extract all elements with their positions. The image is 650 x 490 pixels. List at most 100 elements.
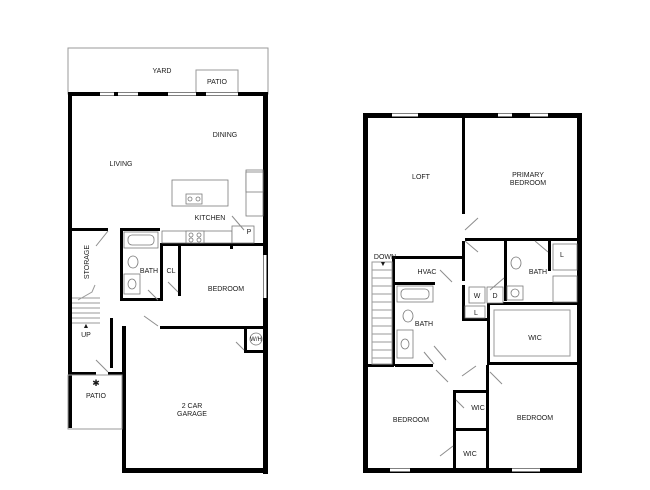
loft-primary-wall [462, 118, 465, 214]
interior-wall [110, 318, 113, 368]
stairs-down-label: DOWN [374, 254, 396, 261]
stairs-up-label: UP [81, 332, 91, 339]
interior-wall [120, 228, 123, 300]
exterior-wall-top [363, 113, 582, 118]
interior-wall [487, 304, 490, 364]
toilet-icon [402, 309, 414, 323]
stove [185, 230, 205, 244]
door-swings [423, 217, 549, 457]
sink-icon [400, 338, 410, 350]
garage-wall-left [122, 326, 126, 473]
refrigerator [245, 171, 264, 193]
stairs-up [72, 284, 100, 324]
interior-wall [68, 372, 96, 375]
dryer [486, 286, 504, 304]
exterior-wall-left-lower [68, 228, 72, 428]
interior-wall [160, 243, 263, 246]
stairs-up-arrow-icon: ▲ [83, 323, 90, 330]
toilet-icon [127, 255, 139, 269]
laundry-linen [464, 305, 486, 319]
primary-wic-shelving [493, 309, 571, 357]
interior-wall [108, 372, 126, 375]
kitchen-label: KITCHEN [195, 215, 226, 222]
primary-wic-label: WIC [528, 335, 542, 342]
interior-wall [456, 428, 486, 431]
loft-label: LOFT [412, 174, 431, 181]
linen-label: L [560, 252, 564, 259]
stairs-down-arrow-icon: ▼ [380, 261, 387, 268]
interior-wall [68, 228, 108, 231]
sink-icon [510, 288, 520, 298]
hvac-label: HVAC [418, 269, 437, 276]
exterior-wall-left [363, 113, 368, 473]
toilet-icon [510, 256, 522, 270]
primary-bedroom-label-line2: BEDROOM [510, 180, 546, 187]
yard-label: YARD [153, 68, 172, 75]
interior-wall [548, 241, 551, 271]
bedroom-left-label: BEDROOM [393, 417, 429, 424]
kitchen-sink [185, 193, 203, 205]
interior-wall [244, 350, 264, 353]
bottom-wic-label: WIC [463, 451, 477, 458]
sink-icon [127, 278, 137, 290]
garage-label-line2: GARAGE [177, 411, 207, 418]
bedroom-right-label: BEDROOM [517, 415, 553, 422]
interior-wall [230, 243, 233, 249]
interior-wall [368, 364, 394, 367]
bedroom-label: BEDROOM [208, 286, 244, 293]
bathtub-inner [400, 288, 430, 300]
stairs-down [371, 261, 393, 365]
patio-top-label: PATIO [207, 79, 228, 86]
laundry-linen-label: L [474, 310, 478, 317]
dryer-label: D [492, 293, 497, 300]
primary-bedroom-label-line1: PRIMARY [512, 172, 544, 179]
washer-label: W [474, 293, 481, 300]
interior-wall [160, 245, 163, 300]
interior-wall [453, 390, 489, 393]
garage-wall-bottom [122, 468, 268, 473]
hall-wic-label: WIC [471, 405, 485, 412]
water-heater-icon [249, 332, 263, 346]
burner-icon [196, 232, 202, 238]
interior-wall [486, 365, 489, 470]
living-label: LIVING [110, 161, 133, 168]
burner-icon [196, 237, 202, 243]
interior-wall [504, 241, 507, 301]
interior-wall [392, 256, 395, 366]
washer [468, 286, 486, 304]
interior-wall [453, 390, 456, 470]
patio-bottom-label: PATIO [86, 393, 107, 400]
exterior-wall-bottom [363, 468, 582, 473]
interior-wall [487, 362, 577, 365]
dining-label: DINING [213, 132, 238, 139]
second-floor-plan: ▼ LOFT [363, 113, 582, 473]
interior-wall [120, 298, 163, 301]
interior-wall [462, 285, 465, 321]
interior-wall [465, 318, 487, 321]
linen-closet [552, 243, 578, 271]
closet-label: CL [167, 268, 176, 275]
door-swings [95, 215, 245, 373]
interior-wall [392, 256, 462, 259]
water-heater-label: W/H [250, 337, 262, 343]
sink-faucet-icon [187, 196, 193, 202]
burner-icon [188, 237, 194, 243]
interior-wall [462, 241, 465, 281]
interior-wall [244, 328, 247, 352]
bathtub-inner [127, 234, 155, 246]
bath-label: BATH [140, 268, 158, 275]
primary-bath-label: BATH [529, 269, 547, 276]
interior-wall [120, 228, 160, 231]
interior-wall [395, 282, 435, 285]
first-floor-plan: ✱ ▲ [67, 47, 269, 474]
interior-wall [487, 302, 577, 305]
interior-wall [178, 246, 181, 296]
exterior-wall-right [577, 113, 582, 473]
shower [552, 275, 578, 303]
patio-bottom-star-icon: ✱ [92, 378, 100, 388]
interior-wall [465, 238, 577, 241]
interior-wall [160, 326, 268, 329]
sink-faucet-icon [195, 196, 201, 202]
interior-wall [395, 364, 433, 367]
